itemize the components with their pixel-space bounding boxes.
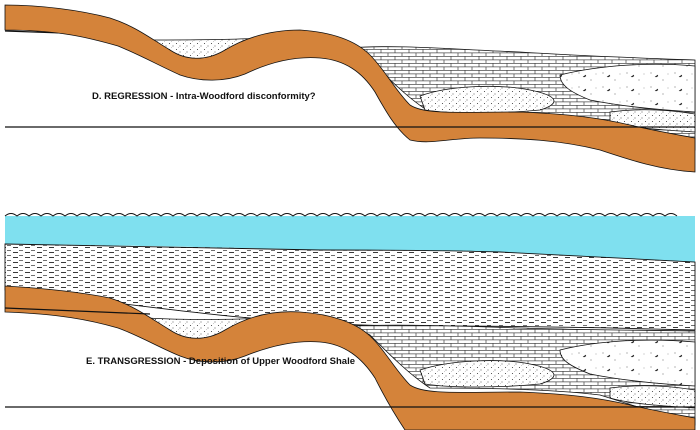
panel-d-basement xyxy=(4,4,696,173)
panel-e-basement xyxy=(4,285,696,430)
panel-e-sandstone-lens-1 xyxy=(419,360,555,388)
panel-e-sea xyxy=(5,216,695,262)
panel-e-water-surface xyxy=(4,213,678,217)
panel-d-regression: D. REGRESSION - Intra-Woodford disconfor… xyxy=(4,4,696,173)
panel-e-transgression: E. TRANSGRESSION - Deposition of Upper W… xyxy=(4,213,696,430)
panel-d-dolomite-lens xyxy=(559,63,696,113)
panel-e-dolomite-lens xyxy=(559,339,696,387)
panel-e-datum-line-upper xyxy=(4,307,151,315)
panel-e-upper-woodford-shale xyxy=(4,243,696,331)
panel-d-caption: D. REGRESSION - Intra-Woodford disconfor… xyxy=(92,91,316,102)
panel-e-caption: E. TRANSGRESSION - Deposition of Upper W… xyxy=(86,356,355,367)
panel-e-sandstone-lens-2 xyxy=(609,385,696,409)
